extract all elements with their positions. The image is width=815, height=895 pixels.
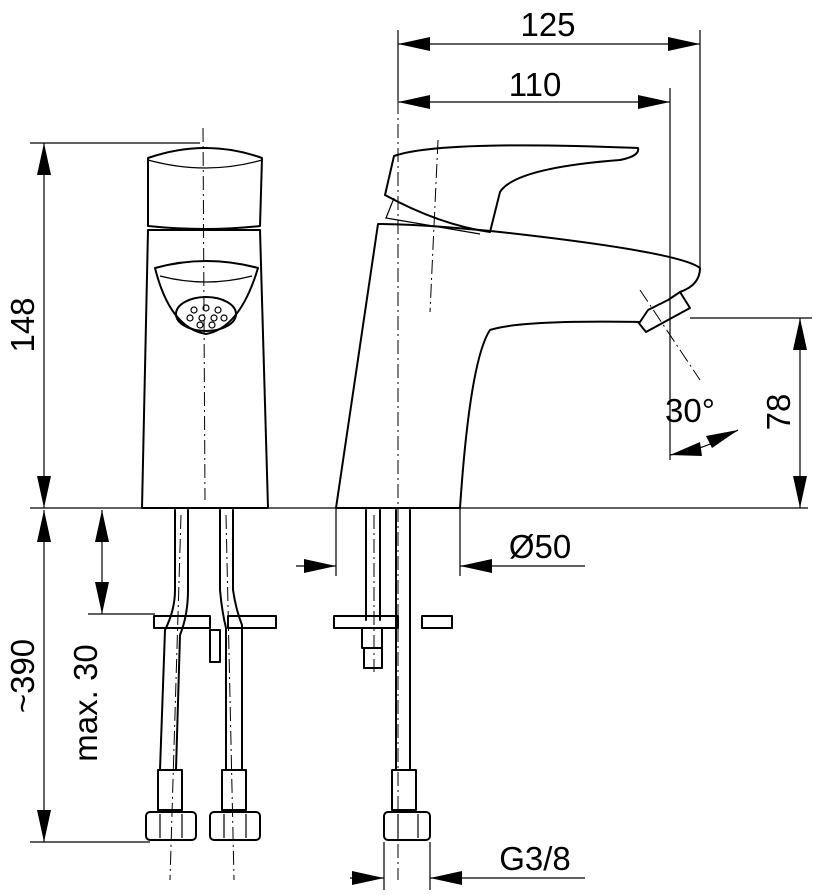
label-max-30: max. 30 bbox=[67, 644, 104, 761]
dimension-spout-height: 78 bbox=[690, 317, 812, 508]
side-view bbox=[333, 100, 701, 880]
aerator bbox=[175, 296, 237, 332]
front-nut-right bbox=[209, 811, 261, 841]
front-nut-left bbox=[145, 811, 197, 841]
front-view bbox=[141, 127, 277, 881]
label-125: 125 bbox=[520, 6, 575, 43]
label-30-degrees: 30° bbox=[665, 392, 715, 429]
dimension-thread: G3/8 bbox=[350, 840, 585, 890]
front-hoses bbox=[145, 509, 277, 881]
dimension-hose-length: ~390 bbox=[4, 510, 150, 843]
front-handle bbox=[147, 147, 263, 230]
dimension-base-diameter: Ø50 bbox=[296, 508, 585, 576]
label-diameter-50: Ø50 bbox=[509, 528, 571, 565]
dimension-spout-reach: 110 bbox=[398, 66, 671, 290]
side-nut bbox=[383, 811, 431, 841]
side-body bbox=[335, 223, 701, 509]
label-78: 78 bbox=[760, 394, 797, 431]
label-g3-8: G3/8 bbox=[499, 840, 571, 877]
dimension-counter-thickness: max. 30 bbox=[67, 510, 155, 762]
dimension-overall-length: 125 bbox=[397, 6, 701, 270]
label-hose-length: ~390 bbox=[4, 639, 41, 713]
dimension-spout-angle: 30° bbox=[665, 392, 739, 456]
label-110: 110 bbox=[509, 66, 562, 103]
label-148: 148 bbox=[4, 297, 41, 352]
side-lever bbox=[384, 144, 640, 233]
dimension-height: 148 bbox=[4, 142, 808, 509]
